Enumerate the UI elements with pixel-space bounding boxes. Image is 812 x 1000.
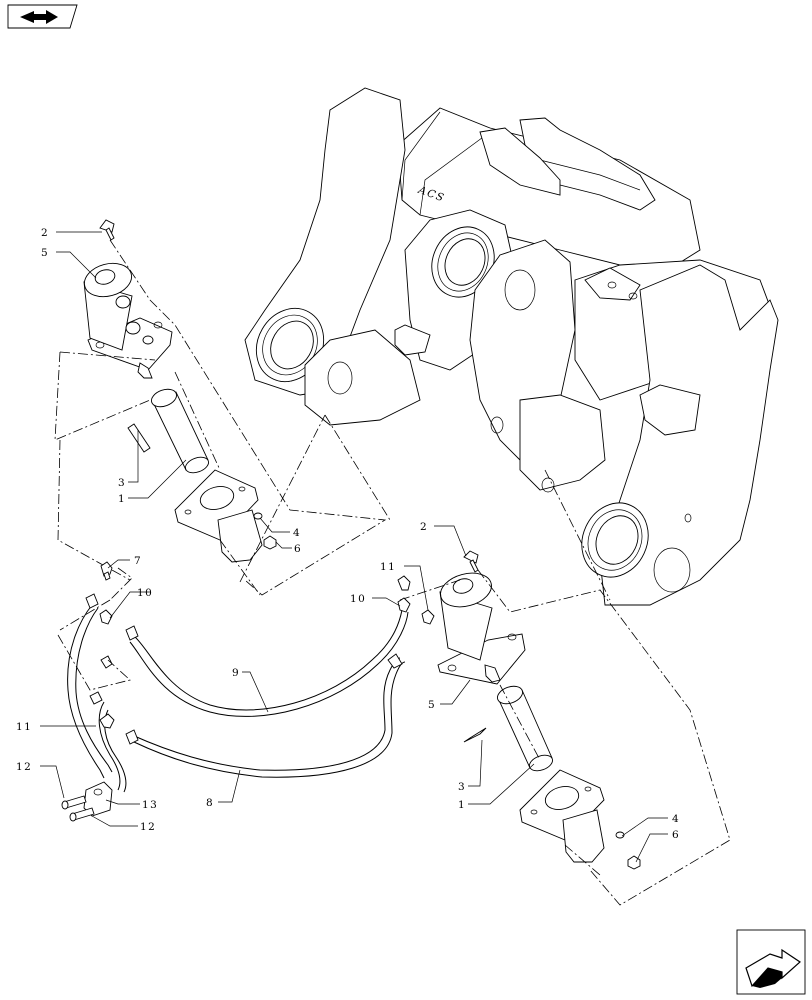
roll-pin-part-3: [127, 423, 151, 453]
pin-part-1: [151, 388, 209, 474]
cylinder-part-5-right: [437, 572, 526, 685]
bolt-part-2-right: [463, 550, 479, 573]
callout-1: 1: [458, 799, 466, 811]
callout-10: 10: [137, 587, 153, 599]
callout-13: 13: [142, 799, 158, 811]
roll-pin-part-3-right: [463, 727, 487, 743]
callout-2: 2: [420, 521, 428, 533]
callout-9: 9: [232, 667, 240, 679]
quick-release-cylinder-assembly-left: [54, 219, 387, 596]
pin-part-1-right: [497, 685, 553, 772]
fitting-part-11-right: [397, 575, 435, 625]
callout-12: 12: [16, 761, 32, 773]
nut-part-6: [263, 535, 277, 550]
fitting-part-11-left: [99, 713, 115, 729]
callout-5: 5: [428, 699, 436, 711]
bulkhead-part-13: [83, 781, 113, 817]
bolt-part-2: [99, 219, 115, 241]
quick-release-cylinder-assembly-right: [399, 550, 731, 906]
coupler-frame: ACS: [244, 87, 779, 606]
next-page-arrow-icon[interactable]: [736, 929, 806, 995]
washer-part-4-right: [615, 831, 625, 839]
callout-7: 7: [134, 555, 142, 567]
callout-3: 3: [458, 781, 466, 793]
callout-10: 10: [350, 593, 366, 605]
washer-part-4: [253, 512, 263, 520]
callout-1: 1: [118, 493, 126, 505]
callout-2: 2: [41, 227, 49, 239]
hydraulic-hoses: [57, 561, 435, 822]
callout-6: 6: [672, 829, 680, 841]
callout-3: 3: [118, 477, 126, 489]
previous-page-arrow-icon[interactable]: [7, 4, 78, 29]
bolt-part-12: [61, 795, 95, 822]
fitting-part-10-left: [99, 609, 113, 625]
callout-12: 12: [140, 821, 156, 833]
callout-labels: 2 5 3 1 4 6 7 10 11 12 13 12 9 8 2 11 10…: [16, 227, 680, 841]
callout-6: 6: [294, 543, 302, 555]
bushing-plate-right: [519, 769, 605, 863]
bushing-plate: [174, 469, 263, 563]
callout-4: 4: [293, 527, 301, 539]
fitting-part-7: [100, 561, 113, 581]
callout-11: 11: [380, 561, 396, 573]
callout-11: 11: [16, 721, 32, 733]
callout-8: 8: [206, 797, 214, 809]
fitting-part-10-right: [397, 597, 411, 613]
cylinder-part-5: [83, 262, 173, 379]
callout-5: 5: [41, 247, 49, 259]
leader-lines: [40, 231, 668, 863]
callout-4: 4: [672, 813, 680, 825]
